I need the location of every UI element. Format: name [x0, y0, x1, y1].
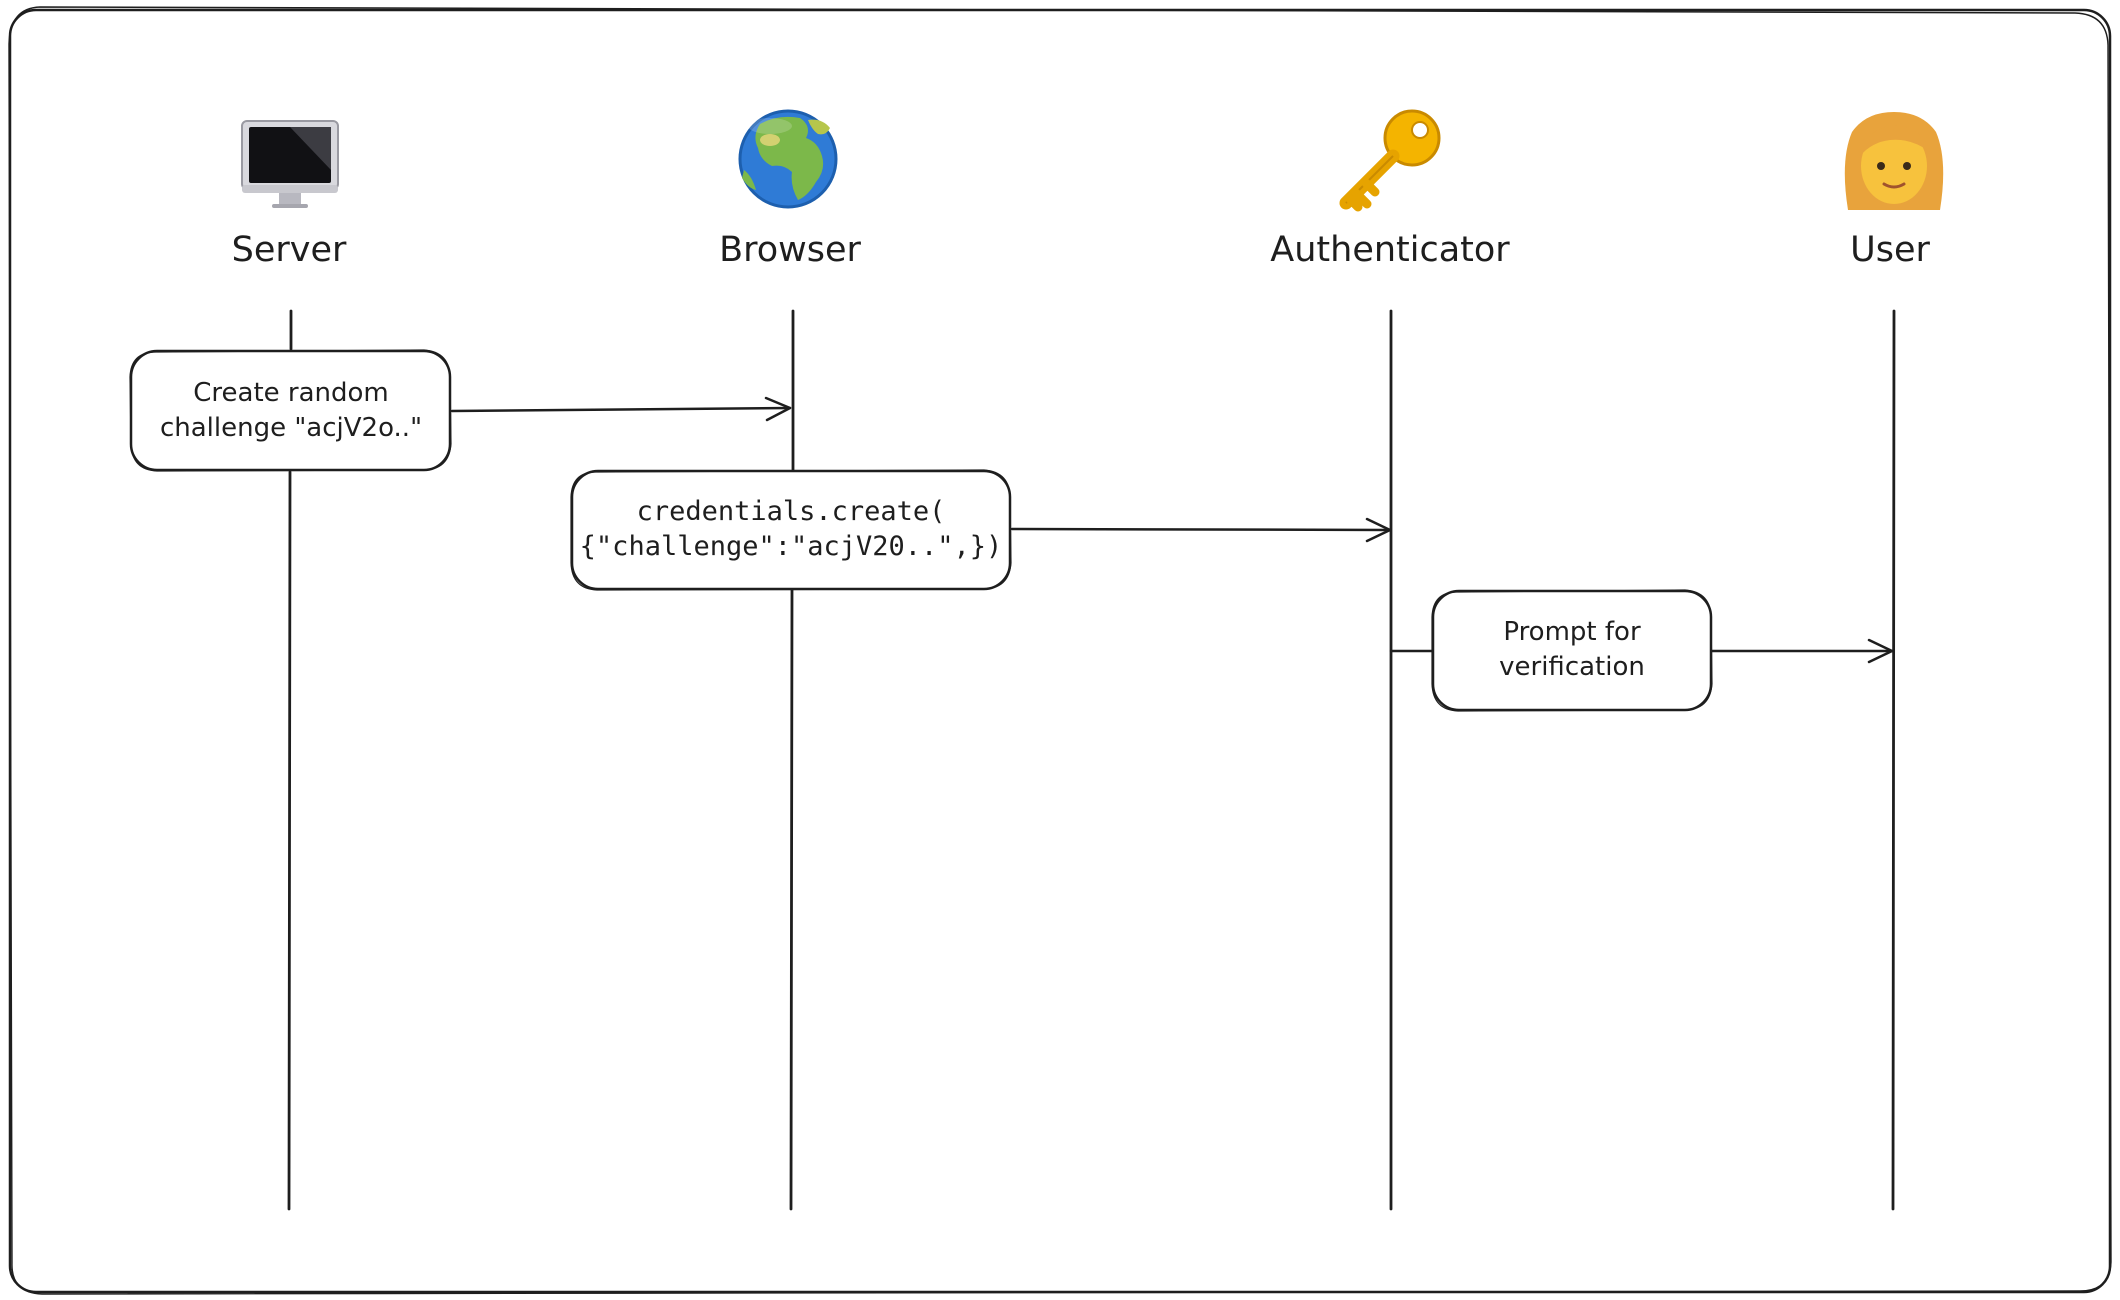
- step-text-line: credentials.create(: [637, 496, 946, 527]
- actor-label-browser: Browser: [719, 230, 861, 270]
- message-arrow-1: [450, 396, 792, 422]
- lifeline-user: [1891, 309, 1896, 1211]
- globe-icon: [738, 109, 838, 209]
- step-text-line: Create random: [193, 378, 389, 408]
- lifeline-server: [287, 309, 293, 1211]
- step-text-line: verification: [1499, 652, 1645, 682]
- step-box-create-challenge: Create random challenge "acjV2o..": [129, 349, 452, 472]
- step-box-credentials-create: credentials.create( {"challenge":"acjV20…: [570, 469, 1012, 591]
- desktop-computer-icon: [241, 120, 339, 208]
- woman-icon: [1844, 112, 1944, 210]
- step-box-prompt-verification: Prompt for verification: [1431, 589, 1713, 712]
- key-icon: [1339, 109, 1441, 212]
- message-arrow-2: [1010, 517, 1392, 543]
- lifeline-browser: [789, 309, 795, 1211]
- actor-label-server: Server: [232, 230, 347, 270]
- step-text-line: Prompt for: [1503, 617, 1641, 647]
- actor-label-authenticator: Authenticator: [1270, 230, 1510, 270]
- step-text-line: challenge "acjV2o..": [160, 413, 422, 443]
- lifelines: [287, 309, 1896, 1211]
- message-arrow-3: [1389, 638, 1894, 664]
- actor-label-user: User: [1850, 230, 1930, 270]
- diagram-frame: [8, 6, 2112, 1295]
- step-text-line: {"challenge":"acjV20..",}): [580, 531, 1003, 562]
